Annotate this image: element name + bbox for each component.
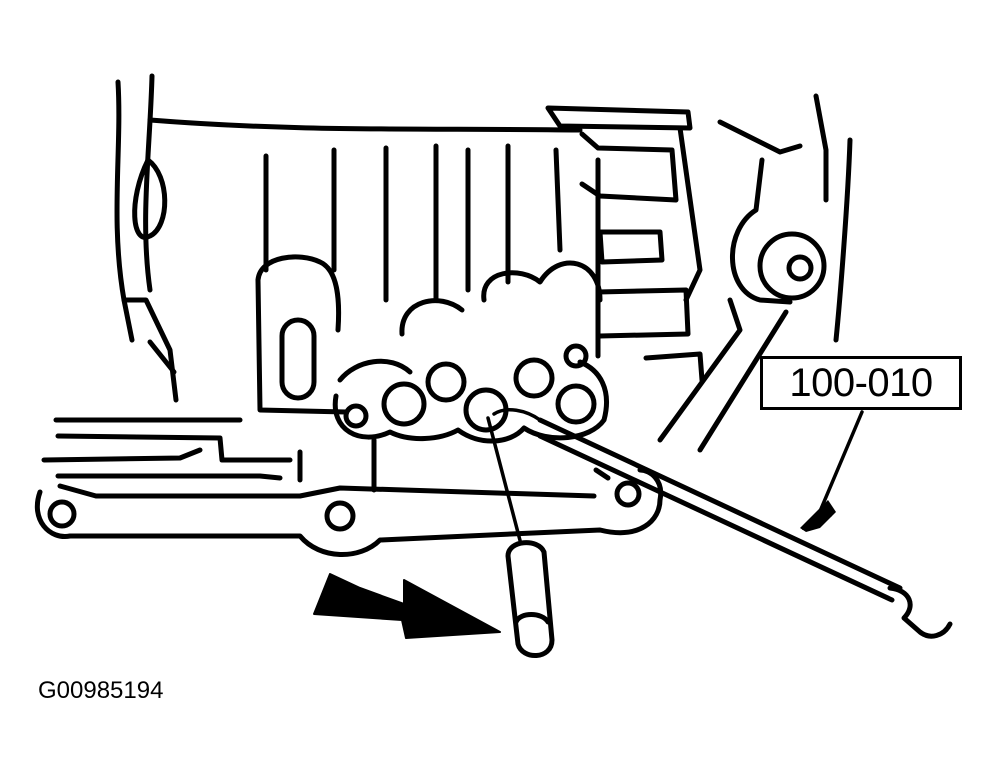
figure-id: G00985194 — [38, 677, 164, 704]
separator-plate — [34, 417, 664, 557]
tool-number-text: 100-010 — [789, 360, 933, 405]
check-ball-probe — [486, 416, 555, 658]
transmission-case — [114, 73, 853, 453]
arrow-right-icon — [313, 573, 501, 639]
valve-body — [255, 254, 609, 444]
callout-leader — [800, 410, 864, 532]
tool-number-callout: 100-010 — [760, 356, 962, 410]
pick-tool-icon — [492, 408, 953, 639]
